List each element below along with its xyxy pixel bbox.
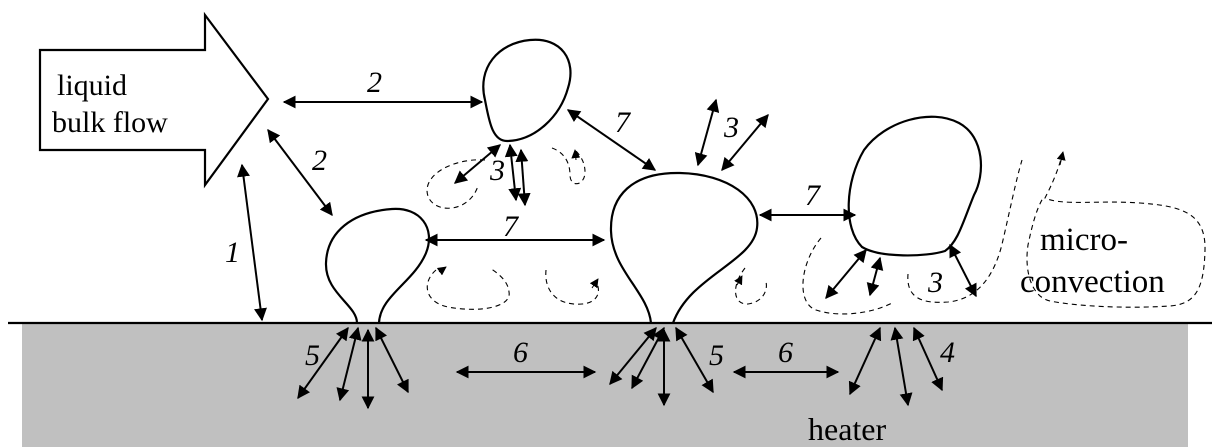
bulk-flow-label-line2: bulk flow: [52, 106, 168, 139]
mechanism-arrows: [237, 95, 977, 410]
mechanism-number-6-left: 6: [513, 336, 528, 369]
mechanism-number-5-center: 5: [709, 339, 724, 372]
attached-bubble-left: [324, 207, 431, 324]
mechanism-number-3-right: 3: [927, 266, 943, 299]
bulk-flow-label-line1: liquid: [57, 69, 127, 102]
heater-slab: [22, 323, 1188, 447]
mechanism-number-2-top: 2: [367, 66, 382, 99]
microconvection-label-line2: convection: [1020, 264, 1165, 300]
bulk-flow-arrow-shape: [38, 11, 270, 189]
loop-arrowheads: [436, 149, 1066, 289]
mechanism-number-4: 4: [940, 336, 955, 369]
heater-label: heater: [808, 411, 887, 447]
attached-bubble-center: [609, 171, 759, 324]
micro-convection-loops: [426, 147, 1206, 315]
departed-bubble-top: [482, 38, 572, 143]
mechanism-number-7-top: 7: [615, 106, 632, 139]
mechanism-number-7-left: 7: [503, 210, 520, 243]
mechanism-number-5-left: 5: [305, 339, 320, 372]
mechanism-number-7-right: 7: [805, 179, 822, 212]
mechanism-number-6-right: 6: [778, 336, 793, 369]
mechanism-number-3-center: 3: [723, 111, 739, 144]
departed-bubble-right: [847, 115, 983, 257]
microconvection-label-line1: micro-: [1040, 222, 1128, 258]
mechanism-number-2-left: 2: [312, 144, 327, 177]
mechanism-number-3-top: 3: [489, 154, 505, 187]
mechanism-number-1: 1: [225, 236, 240, 269]
